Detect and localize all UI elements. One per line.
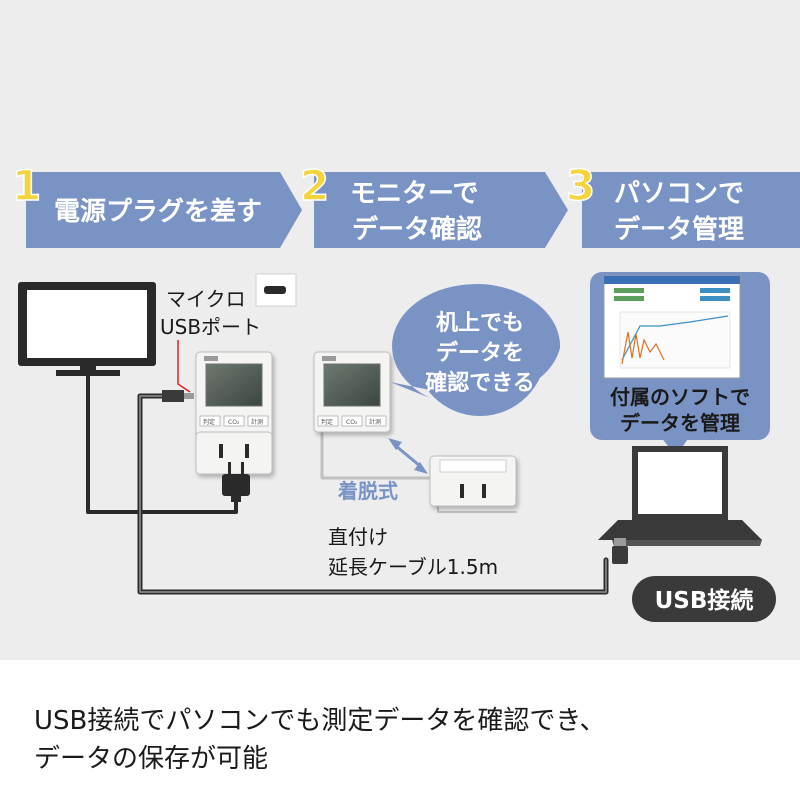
software-graph-line-blue	[621, 315, 729, 361]
device2-button-measure: 計測	[369, 418, 381, 426]
caption-line1: USB接続でパソコンでも測定データを確認でき、	[34, 706, 606, 736]
micro-usb-label-line2: USBポート	[160, 315, 261, 339]
co2-monitor-desk	[313, 351, 391, 433]
step-2-number: 2	[300, 161, 329, 210]
caption: USB接続でパソコンでも測定データを確認でき、 データの保存が可能	[34, 702, 774, 778]
cable-label-line2: 延長ケーブル1.5m	[328, 555, 498, 579]
step-2-title-line1: モニターで	[350, 179, 478, 209]
step-1-number: 1	[12, 161, 41, 210]
usb-a-connector	[612, 538, 628, 564]
detachable-base	[429, 455, 517, 507]
power-cord	[86, 370, 238, 514]
software-bubble-line2: データを管理	[620, 411, 740, 435]
step-3-title-line1: パソコンで	[614, 179, 744, 209]
usb-connection-label: USB接続	[655, 587, 754, 614]
software-bubble	[590, 272, 770, 456]
extension-cable	[320, 426, 436, 480]
detachable-label: 着脱式	[337, 479, 398, 503]
usb-connection-badge	[632, 576, 776, 622]
micro-usb-label-line1: マイクロ	[166, 287, 246, 311]
tv-monitor	[18, 282, 156, 376]
step-3-banner: 3 パソコンで データ管理	[565, 160, 800, 248]
software-graph-line-orange	[621, 331, 665, 365]
caption-line2: データの保存が可能	[34, 744, 269, 774]
illustration: 1 電源プラグを差す 2 モニターで データ確認 3 パソコンで データ管理	[11, 160, 800, 622]
micro-usb-pointer	[177, 340, 191, 393]
desk-bubble-line3: 確認できる	[425, 370, 535, 396]
step-1-banner: 1 電源プラグを差す	[11, 160, 302, 248]
micro-usb-connector	[162, 390, 194, 402]
laptop	[598, 446, 762, 546]
desk-bubble-line2: データを	[436, 340, 524, 366]
micro-usb-port-icon	[255, 273, 297, 307]
device2-button-judge: 判定	[321, 418, 333, 426]
device2-button-co2: CO₂	[346, 419, 358, 426]
power-plug	[222, 462, 250, 502]
step-2-title-line2: データ確認	[352, 214, 482, 245]
detach-arrow	[388, 438, 428, 474]
cable-label-line1: 直付け	[328, 525, 388, 549]
step-1-title: 電源プラグを差す	[54, 196, 262, 227]
desk-speech-bubble	[390, 284, 561, 416]
device1-button-measure: 計測	[251, 418, 263, 426]
device1-button-judge: 判定	[203, 418, 215, 426]
software-bubble-line1: 付属のソフトで	[610, 385, 750, 409]
step-2-banner: 2 モニターで データ確認	[299, 160, 568, 248]
step-3-number: 3	[566, 161, 595, 210]
cables	[86, 370, 609, 595]
step-3-title-line2: データ管理	[614, 214, 744, 245]
co2-monitor-plugged	[195, 351, 273, 475]
device1-button-co2: CO₂	[228, 419, 240, 426]
desk-bubble-line1: 机上でも	[436, 311, 524, 336]
